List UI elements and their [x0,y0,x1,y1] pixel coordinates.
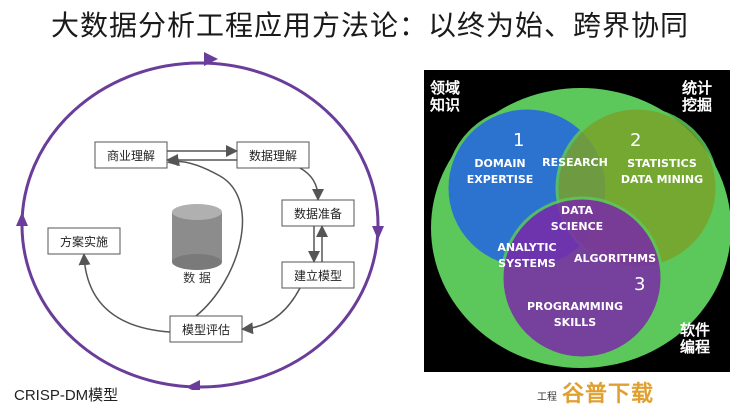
arrow-eval-to-deploy [78,253,171,333]
node-modeling: 建立模型 [281,261,355,289]
corner-label-statistics: 统计 挖掘 [682,79,713,114]
node-business-understanding: 商业理解 [94,141,168,169]
svg-text:商业理解: 商业理解 [107,148,155,163]
data-science-venn [424,70,730,372]
ring-arrow-left [16,212,28,226]
page-title: 大数据分析工程应用方法论：以终为始、跨界协同 [50,9,689,42]
database-label: 数 据 [183,270,211,285]
svg-text:数据理解: 数据理解 [249,148,297,163]
corner-label-programming: 软件 编程 [680,321,711,356]
venn-number-1: 1 [513,130,525,151]
label-statistics-data-mining: STATISTICS DATA MINING [620,157,704,186]
arrow-model-to-eval [241,287,301,335]
label-data-science: DATA SCIENCE [550,204,604,233]
arrow-eval-to-business [167,154,244,317]
crisp-dm-label: CRISP-DM模型 [14,387,119,404]
node-data-preparation: 数据准备 [281,199,355,227]
label-programming-skills: PROGRAMMING SKILLS [526,300,624,329]
label-domain-expertise: DOMAIN EXPERTISE [466,157,534,186]
arrow-data-to-prep [299,167,324,201]
label-algorithms: ALGORITHMS [573,252,657,265]
node-deployment: 方案实施 [47,227,121,255]
label-analytic-systems: ANALYTIC SYSTEMS [497,241,557,270]
venn-number-2: 2 [630,130,642,151]
svg-text:建立模型: 建立模型 [294,268,342,283]
watermark-small: 工程 [537,392,557,403]
svg-text:模型评估: 模型评估 [182,323,230,337]
ring-arrow-top [204,52,218,66]
database-icon [172,204,222,270]
svg-text:数据准备: 数据准备 [294,206,342,221]
node-evaluation: 模型评估 [169,315,243,343]
crisp-dm-diagram: 数 据 商业理解 数据理解 数据准备 建立模型 模型评估 方案实施 [16,52,384,390]
venn-circle-programming [500,196,664,360]
label-research: RESEARCH [542,156,608,169]
ring-arrow-bottom [186,380,200,390]
venn-number-3: 3 [634,274,646,295]
watermark-logo: 谷普下载 [562,382,655,407]
svg-text:方案实施: 方案实施 [60,234,108,249]
ring-arrow-right [372,226,384,240]
corner-label-domain: 领域 知识 [430,79,461,114]
node-data-understanding: 数据理解 [236,141,310,169]
